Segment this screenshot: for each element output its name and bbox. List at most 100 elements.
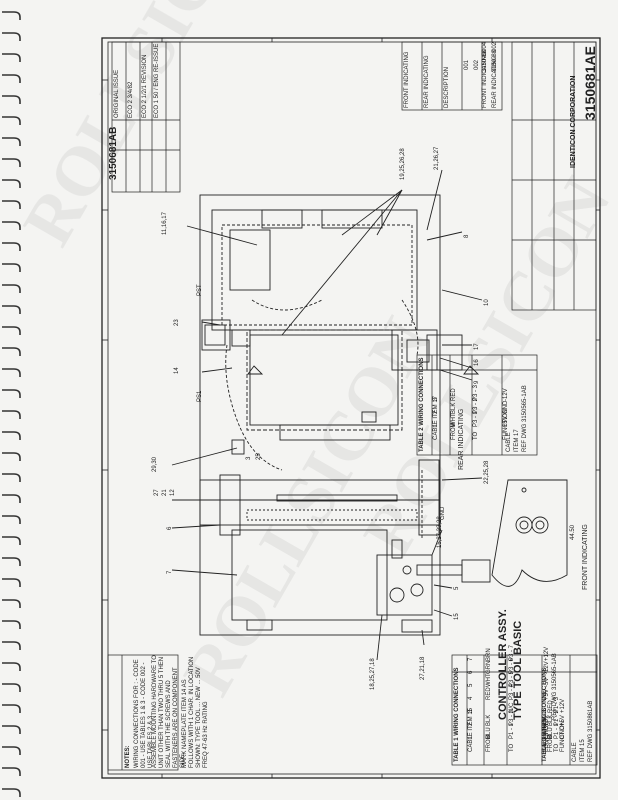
code-table-cell: 002	[474, 59, 480, 70]
callout: 7	[167, 570, 173, 574]
wiring-table-cell: P3 - 3	[473, 384, 479, 401]
binder-ring	[2, 704, 21, 713]
wiring-table-cell: GRN	[486, 660, 492, 674]
note-item: MARK NAMEPLATE ITEM 14 AS FOLLOWS WITH 1…	[182, 656, 209, 768]
drawing-number-stamp: 3150681AB	[108, 126, 119, 180]
callout: 18,25,27,18	[370, 658, 376, 690]
drawing-sheet: ROLLSICON ROLLSICON ROLLSICON	[22, 0, 618, 800]
watermark: ROLLSICON ROLLSICON ROLLSICON	[22, 0, 618, 708]
wiring-table-cell: +5V	[560, 715, 566, 726]
binder-ring	[2, 410, 21, 419]
binder-ring	[2, 326, 21, 335]
wiring-table-header: TO	[509, 743, 515, 752]
binder-ring	[2, 11, 21, 20]
wiring-table-dwg-item: ITEM 15	[580, 739, 586, 762]
binder-ring	[2, 473, 21, 482]
binder-ring	[2, 599, 21, 608]
wiring-table-cell: WHT	[451, 413, 457, 427]
ps1-label: PS1	[197, 390, 203, 402]
wiring-table-cell: BLU	[486, 727, 492, 739]
callout: 5	[454, 586, 460, 590]
svg-text:ROLLSICON: ROLLSICON	[22, 0, 286, 258]
binder-ring	[2, 368, 21, 377]
wiring-table-cell: +5V	[503, 416, 509, 427]
wiring-table-cell: 4	[468, 696, 474, 700]
binder-ring	[2, 284, 21, 293]
company-name: IDENTICON CORPORATION	[570, 75, 577, 168]
callout: 19,25,26,28	[400, 148, 406, 180]
callout: 3	[246, 456, 252, 460]
wiring-table-title: TABLE 2 WIRING CONNECTIONS	[419, 357, 425, 452]
callout: 6	[167, 526, 173, 530]
front-indicating-label: FRONT INDICATING	[582, 524, 589, 590]
callout: 10	[484, 299, 490, 306]
binder-ring	[2, 116, 21, 125]
binder-ring	[2, 788, 21, 797]
wiring-table-cell: 5	[468, 683, 474, 687]
revision-row: ECO 2 3/4/82	[128, 81, 134, 118]
title-line-1: CONTROLLER ASSY.	[497, 609, 509, 720]
binder-ring	[2, 620, 21, 629]
wiring-table-cell: 1	[468, 735, 474, 739]
callout: 15	[454, 613, 460, 620]
wiring-table-cell: BLK	[451, 402, 457, 414]
code-table-cell: 001	[464, 59, 470, 70]
wiring-table-dwg-ref: REF DWG 3150565-1AB	[522, 385, 528, 452]
binder-ring	[2, 137, 21, 146]
wiring-table-cell: -12V	[503, 388, 509, 401]
revision-row: ECO 1 50 / ENG RE-ISSUE	[154, 43, 160, 118]
wiring-table-cell: N/C	[509, 702, 515, 713]
drawing-number: 3150681AE	[582, 46, 598, 120]
indicating-table-code: 002	[492, 41, 498, 52]
callout: 23	[174, 319, 180, 326]
callout: 15,27,23,28	[437, 516, 443, 548]
wiring-table-cell: 3	[433, 397, 439, 401]
wiring-table-cell: RED	[486, 687, 492, 700]
wiring-table-dwg-ref: REF DWG 3150565-1AB	[552, 653, 558, 720]
callout: 17	[474, 343, 480, 350]
binder-ring	[2, 305, 21, 314]
binder-ring	[2, 53, 21, 62]
binder-ring	[2, 662, 21, 671]
assembly-drawing	[171, 169, 568, 661]
binder-ring	[2, 767, 21, 776]
wiring-table-cell: 1	[433, 423, 439, 427]
wiring-table-cell: P3 - 7	[509, 644, 515, 661]
callout: 22,25,28	[484, 460, 490, 484]
binder-ring	[2, 221, 21, 230]
wiring-table-cell: RED	[451, 388, 457, 401]
callout: 9	[474, 380, 480, 384]
callout: 11,16,17	[162, 212, 168, 235]
wiring-table-cell: BRN	[486, 648, 492, 661]
binder-ring	[2, 746, 21, 755]
binder-ring	[2, 641, 21, 650]
spiral-binding	[2, 11, 21, 797]
sheet-border	[101, 37, 601, 779]
wiring-table-cell: 2	[468, 722, 474, 726]
revision-block	[111, 41, 181, 193]
binder-ring	[2, 347, 21, 356]
binder-ring	[2, 95, 21, 104]
binder-ring	[2, 725, 21, 734]
wiring-table-dwg-label: CABLE	[506, 432, 512, 452]
callout: 14	[174, 367, 180, 374]
binder-ring	[2, 494, 21, 503]
callout: 8	[464, 234, 470, 238]
binder-ring	[2, 263, 21, 272]
callout: 25	[256, 453, 262, 460]
binder-ring	[2, 74, 21, 83]
notes-frame	[107, 654, 179, 771]
code-table-row: DESCRIPTION	[444, 66, 450, 108]
indicating-table-num: 3150-88	[482, 49, 488, 72]
revision-row: ECO 2 1/2/1 REVISION	[142, 54, 148, 118]
binder-ring	[2, 158, 21, 167]
code-table-row: FRONT INDICATING	[404, 51, 410, 108]
wiring-table-title: TABLE 1 WIRING CONNECTIONS	[454, 667, 460, 762]
wiring-table-header: TO	[473, 431, 479, 440]
dimension-label: 44.50	[570, 524, 576, 540]
wiring-table-cell: 3	[468, 709, 474, 713]
binder-ring	[2, 536, 21, 545]
wiring-table-cell: GND	[560, 725, 566, 739]
binder-ring	[2, 389, 21, 398]
indicating-table-num: 3150-88	[492, 49, 498, 72]
